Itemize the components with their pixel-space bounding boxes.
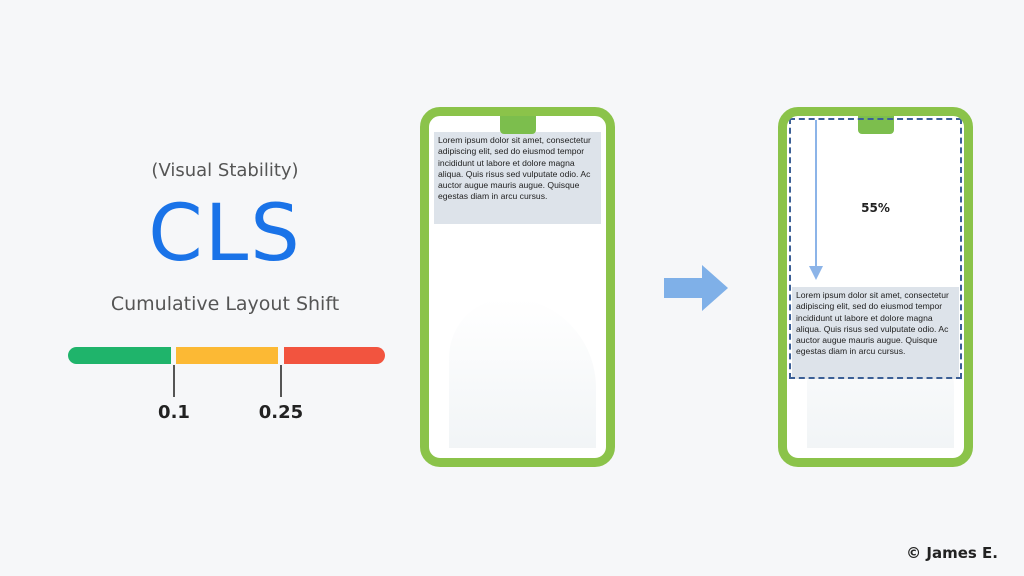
metric-full-name: Cumulative Layout Shift bbox=[110, 293, 340, 315]
metric-subtitle: (Visual Stability) bbox=[151, 160, 299, 181]
shift-arrow-head bbox=[809, 266, 823, 280]
phone-background bbox=[449, 298, 596, 448]
copyright-text: © James E. bbox=[906, 544, 998, 562]
right-arrow-icon bbox=[664, 265, 728, 311]
threshold-tick-2 bbox=[280, 365, 282, 397]
text-block-shifted: Lorem ipsum dolor sit amet, consectetur … bbox=[792, 287, 959, 379]
threshold-bar-poor bbox=[284, 347, 385, 364]
threshold-label-1: 0.1 bbox=[158, 402, 190, 423]
shift-percent-label: 55% bbox=[861, 201, 890, 215]
threshold-label-2: 0.25 bbox=[258, 402, 304, 423]
phone-after: 55% Lorem ipsum dolor sit amet, consecte… bbox=[778, 107, 973, 467]
shift-arrow-line bbox=[815, 120, 817, 270]
threshold-bar-good bbox=[68, 347, 171, 364]
phone-notch bbox=[857, 116, 894, 134]
shift-area-box bbox=[789, 118, 962, 379]
phone-before: Lorem ipsum dolor sit amet, consectetur … bbox=[420, 107, 615, 467]
threshold-bar-needs-improvement bbox=[176, 347, 278, 364]
phone-notch bbox=[499, 116, 536, 134]
threshold-tick-1 bbox=[173, 365, 175, 397]
text-block: Lorem ipsum dolor sit amet, consectetur … bbox=[434, 132, 601, 224]
metric-acronym: CLS bbox=[148, 189, 302, 279]
